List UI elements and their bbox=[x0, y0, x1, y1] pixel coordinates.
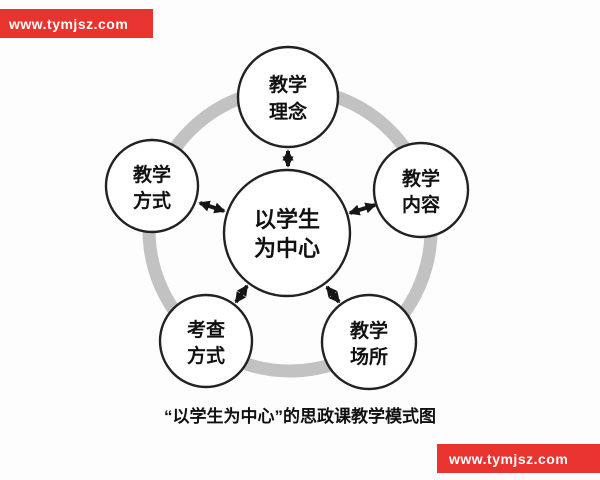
node-right-label-line2: 内容 bbox=[402, 193, 440, 216]
watermark-top-banner: www.tymjsz.com bbox=[0, 9, 153, 38]
center-label-line1: 以学生 bbox=[254, 207, 320, 232]
watermark-bottom-banner: www.tymjsz.com bbox=[437, 444, 600, 473]
watermark-bottom-text: www.tymjsz.com bbox=[449, 450, 569, 467]
node-top-circle bbox=[236, 45, 340, 149]
node-bottom-right-label-line2: 场所 bbox=[350, 346, 388, 368]
node-left-label-line2: 方式 bbox=[133, 189, 171, 212]
node-right-label-line1: 教学 bbox=[402, 167, 440, 190]
node-bottom-right-label-line1: 教学 bbox=[350, 319, 388, 342]
node-bottom-right-circle bbox=[320, 293, 418, 391]
node-left-label-line1: 教学 bbox=[133, 163, 171, 186]
diagram-caption: “以学生为中心”的思政课教学模式图 bbox=[164, 406, 436, 426]
node-top-label-line1: 教学 bbox=[269, 73, 307, 96]
node-top-label-line2: 理念 bbox=[269, 100, 307, 123]
arrow-center-bottom-right bbox=[325, 285, 341, 304]
watermark-top-text: www.tymjsz.com bbox=[9, 15, 129, 32]
arrow-center-bottom-left bbox=[234, 284, 249, 304]
center-circle bbox=[222, 168, 352, 298]
node-bottom-left-circle bbox=[158, 293, 254, 389]
center-label-line2: 为中心 bbox=[254, 236, 320, 261]
arrow-center-right bbox=[348, 202, 377, 216]
arrow-center-left bbox=[198, 200, 226, 214]
node-right-circle bbox=[372, 141, 470, 239]
node-left-circle bbox=[104, 138, 200, 234]
node-bottom-left-label-line1: 考查 bbox=[187, 318, 226, 341]
node-bottom-left-label-line2: 方式 bbox=[187, 344, 225, 367]
